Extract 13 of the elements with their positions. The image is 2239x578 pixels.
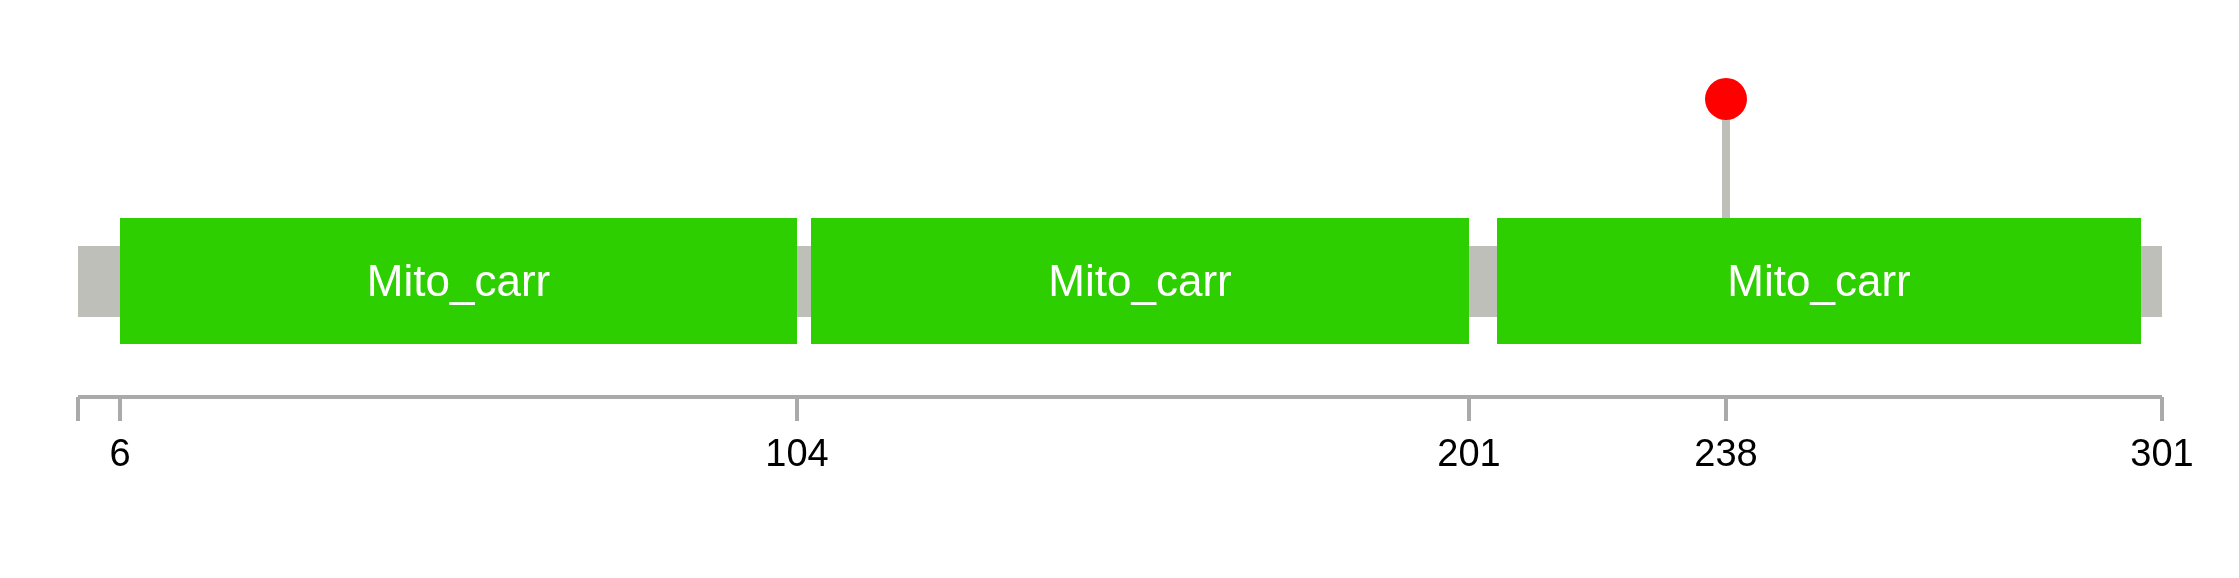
position-label: 201 (1437, 432, 1501, 475)
position-label: 104 (765, 432, 829, 475)
stem-line (1722, 120, 1730, 218)
domain-box (120, 218, 797, 344)
position-label: 238 (1694, 432, 1758, 475)
domain-box (1497, 218, 2141, 344)
mutation-marker (1705, 78, 1747, 120)
domain-box (811, 218, 1469, 344)
domain-label: Mito_carr (366, 256, 551, 306)
position-label: 301 (2130, 432, 2194, 475)
position-label: 6 (109, 432, 131, 475)
domain-label: Mito_carr (1727, 256, 1911, 306)
domain-label: Mito_carr (1048, 256, 1232, 306)
